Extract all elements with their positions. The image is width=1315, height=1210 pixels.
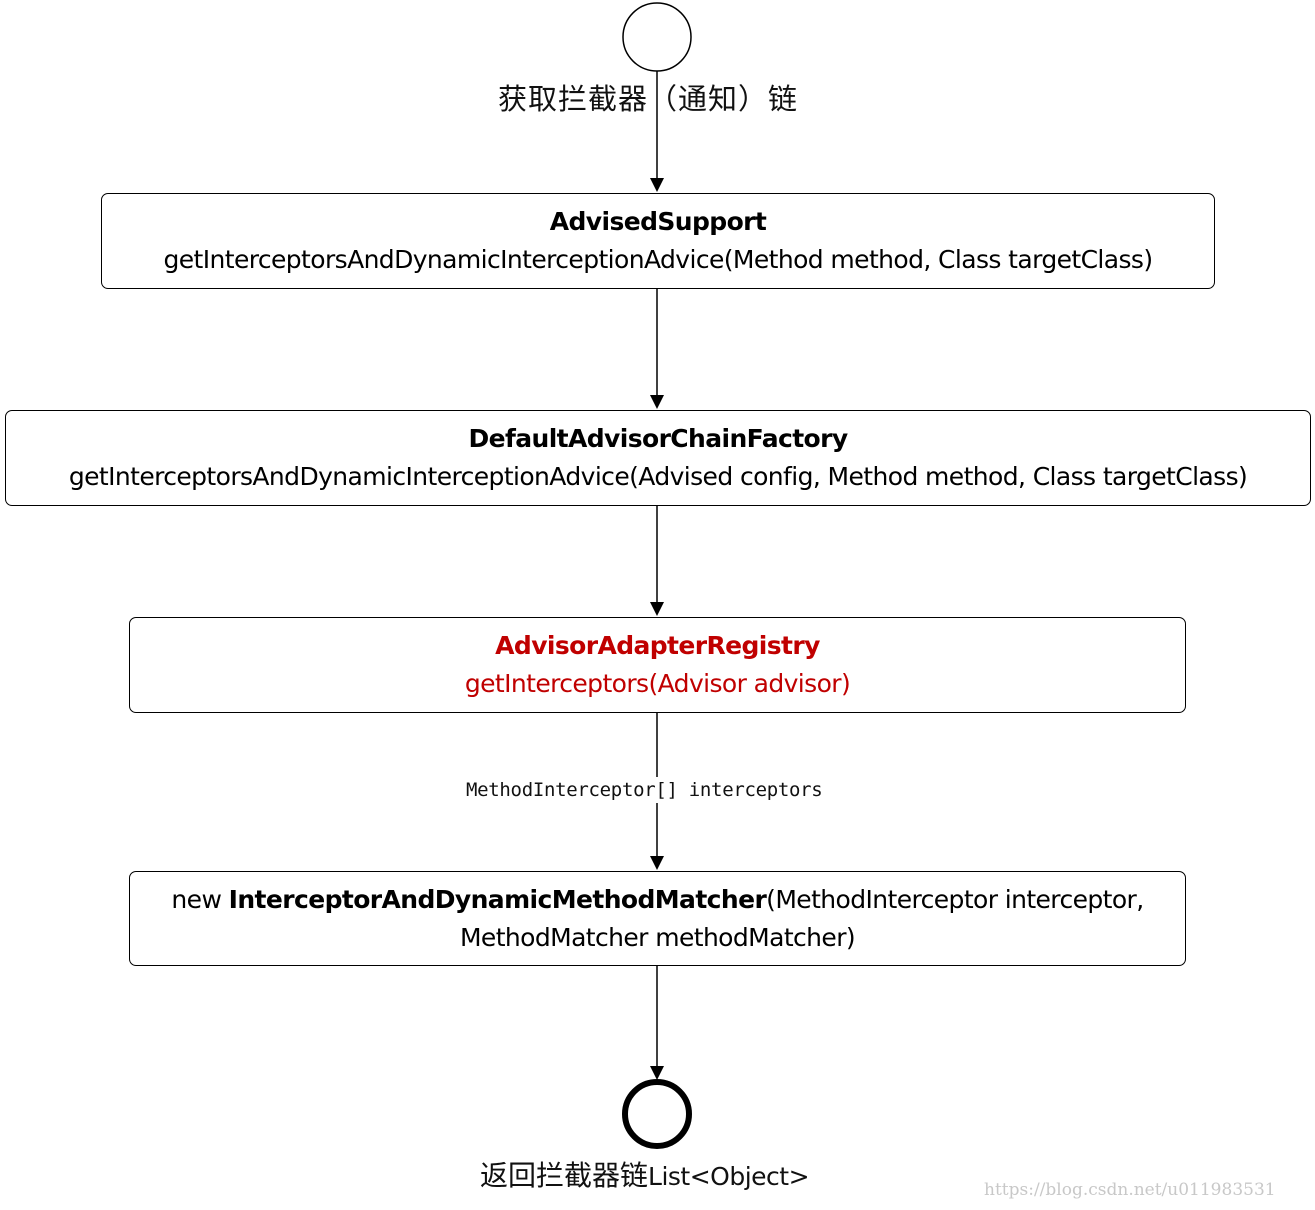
node-interceptor-and-dynamic-method-matcher: new InterceptorAndDynamicMethodMatcher(M… [129,871,1186,966]
node-matcher-prefix: new [171,884,229,914]
node-matcher-title: InterceptorAndDynamicMethodMatcher [228,884,767,914]
node-default-advisor-chain-factory-title: DefaultAdvisorChainFactory [468,424,848,453]
start-node [622,2,692,72]
node-advisor-adapter-registry: AdvisorAdapterRegistry getInterceptors(A… [129,617,1186,713]
node-matcher-line2: MethodMatcher methodMatcher) [459,922,856,952]
end-node [622,1079,692,1149]
node-advised-support-method: getInterceptorsAndDynamicInterceptionAdv… [163,245,1153,274]
node-matcher-line1: new InterceptorAndDynamicMethodMatcher(M… [171,881,1144,919]
watermark: https://blog.csdn.net/u011983531 [984,1180,1276,1200]
end-label: 返回拦截器链List<Object> [480,1154,810,1194]
node-advisor-adapter-registry-title: AdvisorAdapterRegistry [495,631,820,660]
node-advised-support: AdvisedSupport getInterceptorsAndDynamic… [101,193,1215,289]
end-label-cn: 返回拦截器链 [480,1159,649,1192]
start-label: 获取拦截器（通知）链 [498,82,799,116]
edge-label-interceptors: MethodInterceptor[] interceptors [462,777,827,803]
node-advisor-adapter-registry-method: getInterceptors(Advisor advisor) [464,669,851,698]
node-advised-support-title: AdvisedSupport [549,207,767,236]
node-matcher-suffix: (MethodInterceptor interceptor, [766,884,1144,914]
node-default-advisor-chain-factory-method: getInterceptorsAndDynamicInterceptionAdv… [68,462,1248,491]
node-default-advisor-chain-factory: DefaultAdvisorChainFactory getIntercepto… [5,410,1311,506]
end-label-en: List<Object> [648,1162,810,1191]
